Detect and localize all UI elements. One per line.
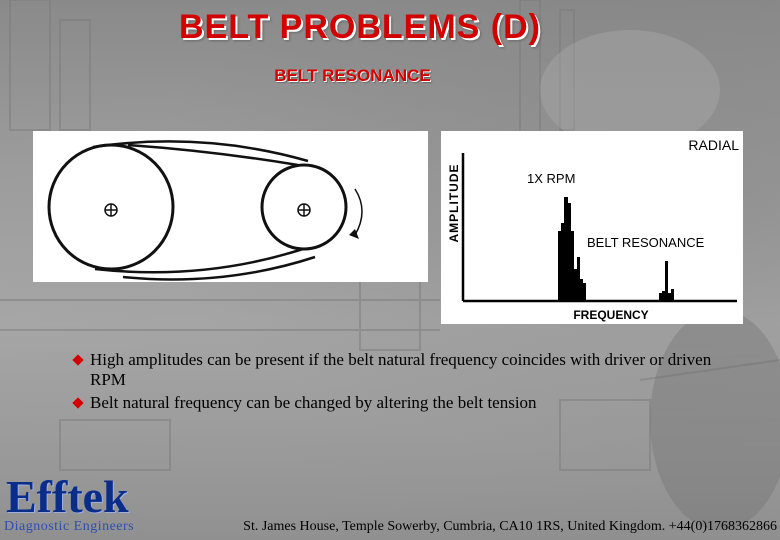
peak-1x-rpm (558, 197, 586, 301)
belt-upper-inner (127, 143, 299, 167)
amplitude-label: AMPLITUDE (447, 164, 461, 243)
slide-subtitle: BELT RESONANCE (274, 66, 431, 85)
footer-address: St. James House, Temple Sowerby, Cumbria… (243, 519, 777, 534)
bullet-list: High amplitudes can be present if the be… (72, 350, 718, 416)
bullet-item: High amplitudes can be present if the be… (72, 350, 718, 390)
driven-pulley (260, 163, 348, 251)
belt-resonance-label: BELT RESONANCE (587, 235, 705, 250)
belt-upper (92, 140, 309, 163)
rotation-arrow-icon (354, 188, 363, 236)
radial-label: RADIAL (688, 137, 739, 153)
peak-1x-rpm-label: 1X RPM (527, 171, 575, 186)
logo-tagline: Diagnostic Engineers (4, 519, 135, 534)
driven-center-mark (297, 203, 311, 217)
efftek-logo: Efftek (6, 471, 129, 522)
driver-center-mark (104, 203, 118, 217)
peak-belt-resonance (659, 261, 674, 301)
bullet-text: Belt natural frequency can be changed by… (90, 393, 537, 412)
bullet-item: Belt natural frequency can be changed by… (72, 393, 718, 413)
belt-lower (94, 247, 304, 274)
vibration-spectrum: RADIAL AMPLITUDE FREQUENCY 1X RPM BELT R… (441, 131, 743, 324)
belt-lower-outer (122, 255, 316, 281)
belt-drive-diagram (33, 131, 428, 282)
slide-title: BELT PROBLEMS (D) (178, 8, 541, 46)
frequency-label: FREQUENCY (573, 308, 648, 322)
bullet-text: High amplitudes can be present if the be… (90, 350, 712, 389)
